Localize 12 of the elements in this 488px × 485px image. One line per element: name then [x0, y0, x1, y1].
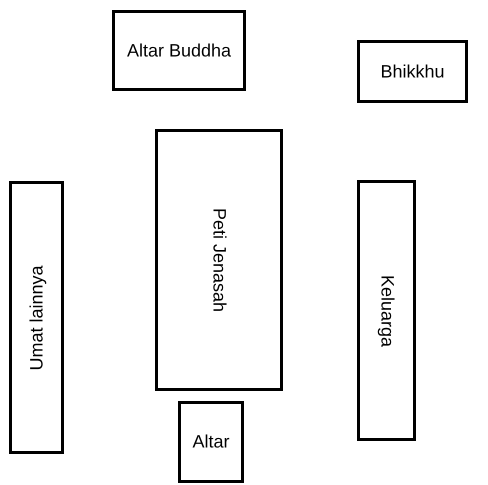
box — [155, 129, 283, 391]
box-label: Keluarga — [376, 274, 397, 347]
box — [357, 40, 468, 103]
box-label: Umat lainnya — [26, 264, 47, 370]
box — [178, 401, 244, 483]
box — [9, 181, 64, 454]
box — [357, 180, 416, 441]
box-label: Bhikkhu — [380, 61, 445, 82]
box — [112, 10, 246, 91]
box-label: Altar Buddha — [126, 40, 232, 61]
box-label: Peti Jenasah — [208, 208, 230, 312]
box-label: Altar — [192, 432, 230, 452]
